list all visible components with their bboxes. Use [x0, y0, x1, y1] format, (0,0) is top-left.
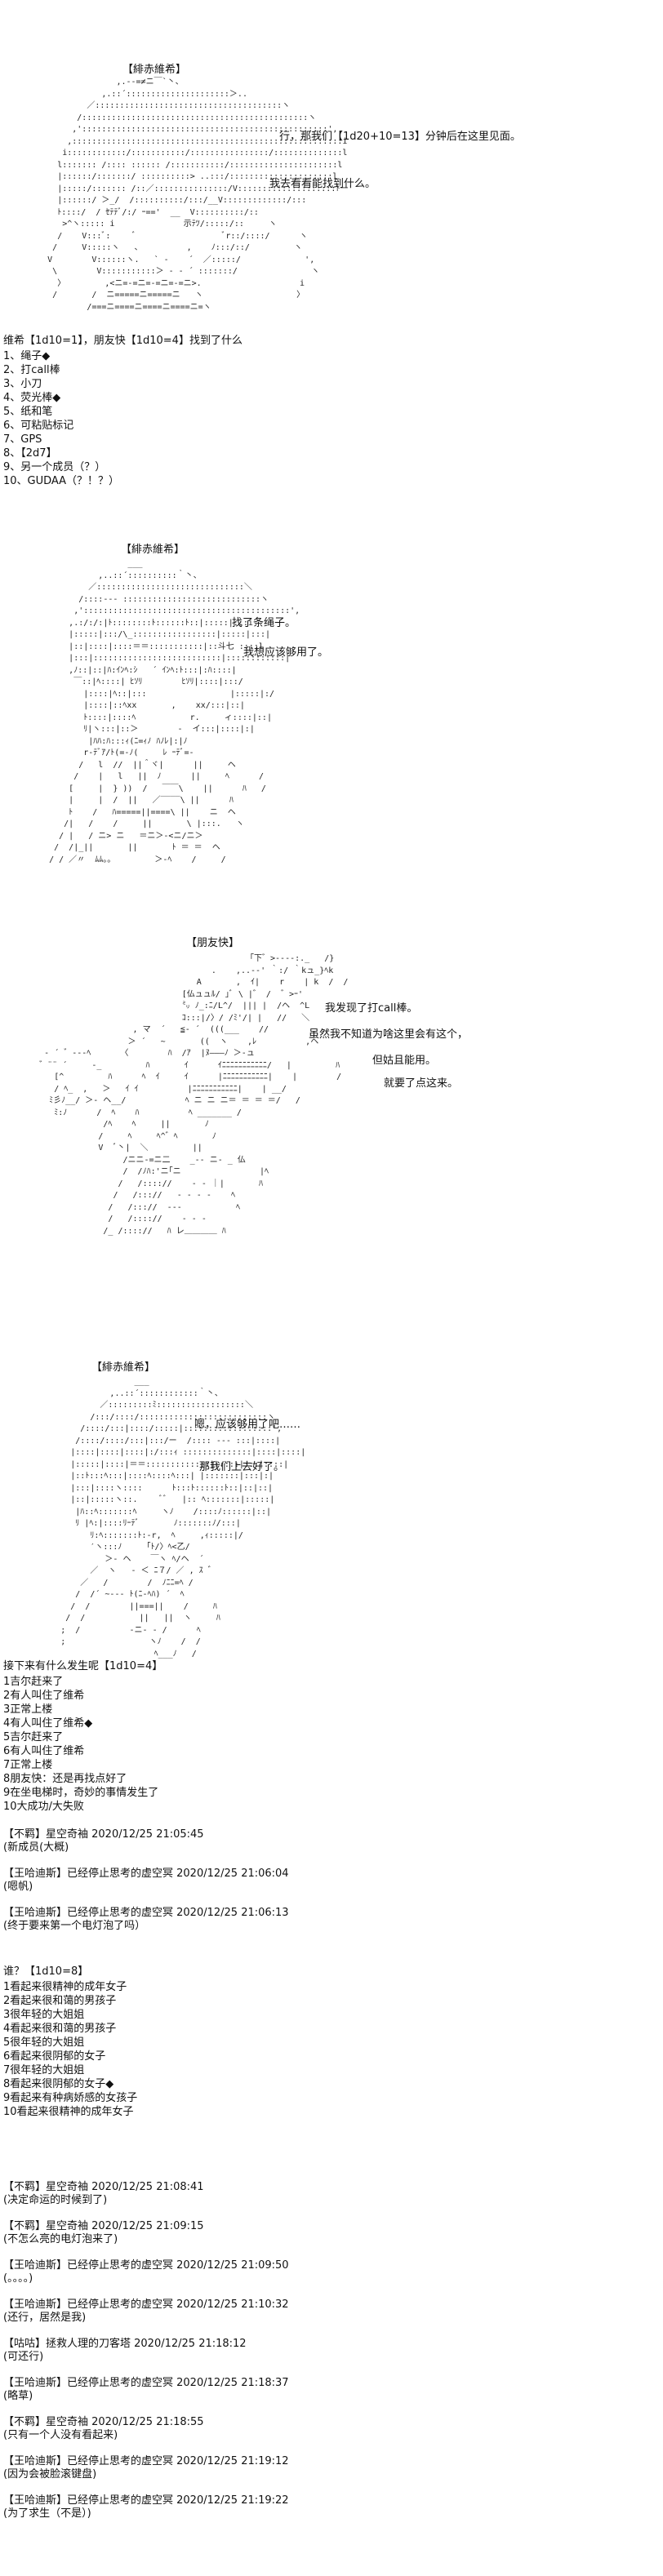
- log-line: 【王哈迪斯】已经停止思考的虚空冥 2020/12/25 21:06:04: [3, 1868, 289, 1880]
- log-line: (因为会被脸滚键盘): [3, 2468, 97, 2481]
- list-item: 6看起来很阴郁的女子: [3, 2050, 106, 2063]
- ascii-art-character: 「下゛>-‐--:._ /} . ,..-‐' ｀:/ ｀kュ_}ﾍk A , …: [39, 954, 349, 1236]
- log-line: [3, 2481, 289, 2494]
- log-line: 【不羁】星空奇袖 2020/12/25 21:09:15: [3, 2220, 204, 2232]
- roll-options-list: 1、绳子◆ 2、打call棒 3、小刀 4、荧光棒◆ 5、纸和笔 6、可粘贴标记…: [3, 349, 119, 488]
- list-item: 10看起来很精神的成年女子: [3, 2106, 134, 2118]
- list-item: 5、纸和笔: [3, 406, 53, 418]
- list-item: 8、【2d7】: [3, 447, 57, 460]
- list-item: 4、荧光棒◆: [3, 392, 61, 404]
- log-line: 【王哈迪斯】已经停止思考的虚空冥 2020/12/25 21:19:22: [3, 2494, 289, 2507]
- list-item: 10、GUDAA（？！？）: [3, 475, 120, 487]
- dialogue-line: 我发现了打call棒。: [325, 1002, 418, 1015]
- log-line: (。。。。): [3, 2272, 33, 2285]
- list-item: 9看起来有种病娇感的女孩子: [3, 2092, 138, 2104]
- list-item: 3正常上楼: [3, 1703, 53, 1716]
- list-item: 7正常上楼: [3, 1759, 53, 1771]
- dialogue-line: 嗯，应该够用了吧……: [194, 1419, 301, 1431]
- log-line: [3, 2285, 289, 2298]
- list-item: 5吉尔赶来了: [3, 1731, 64, 1743]
- log-line: (嗯帆): [3, 1881, 33, 1893]
- list-item: 3、小刀: [3, 378, 42, 390]
- dialogue-line: 虽然我不知道为啥这里会有这个，: [309, 1028, 469, 1041]
- roll-options-list: 1吉尔赶来了 2有人叫住了维希 3正常上楼 4有人叫住了维希◆ 5吉尔赶来了 6…: [3, 1675, 158, 1814]
- roll-options-list: 1看起来很精神的成年女子 2看起来很和蔼的男孩子 3很年轻的大姐姐 4看起来很和…: [3, 1980, 137, 2119]
- log-line: (只有一个人没有看起来): [3, 2429, 118, 2441]
- log-line: [3, 1854, 289, 1868]
- list-item: 6、可粘贴标记: [3, 420, 74, 432]
- dialogue-line: 行，那我们【1d20+10=13】分钟后在这里见面。: [279, 131, 521, 143]
- dialogue-line: 我想应该够用了。: [243, 646, 329, 659]
- log-line: 【王哈迪斯】已经停止思考的虚空冥 2020/12/25 21:10:32: [3, 2298, 289, 2311]
- list-item: 2有人叫住了维希: [3, 1690, 85, 1702]
- list-item: 7、GPS: [3, 433, 42, 446]
- log-line: [3, 1894, 289, 1907]
- log-line: (新成员(大概): [3, 1841, 69, 1854]
- list-item: 10大成功/大失败: [3, 1801, 84, 1813]
- log-line: (终于要来第一个电灯泡了吗）: [3, 1920, 146, 1932]
- list-item: 2、打call棒: [3, 364, 60, 376]
- speaker-label: 【緋赤維希】: [121, 544, 185, 556]
- log-line: 【王哈迪斯】已经停止思考的虚空冥 2020/12/25 21:09:50: [3, 2259, 289, 2272]
- log-line: 【王哈迪斯】已经停止思考的虚空冥 2020/12/25 21:18:37: [3, 2377, 289, 2389]
- roll-title: 谁？【1d10=8】: [3, 1965, 89, 1978]
- speaker-label: 【緋赤維希】: [122, 64, 187, 76]
- log-line: 【不羁】星空奇袖 2020/12/25 21:05:45: [3, 1828, 204, 1841]
- dialogue-line: 我去看看能找到什么。: [269, 178, 376, 190]
- roll-title: 维希【1d10=1】，朋友快【1d10=4】找到了什么: [3, 335, 243, 347]
- ascii-art-character: ___ ,..::´::::::::::::｀丶、 ／:::::::::ﾐ:::…: [60, 1377, 306, 1659]
- roll-title: 接下来有什么发生呢【1d10=4】: [3, 1660, 163, 1672]
- log-line: 【不羁】星空奇袖 2020/12/25 21:08:41: [3, 2181, 204, 2193]
- log-line: [3, 2325, 289, 2338]
- log-line: [3, 2364, 289, 2377]
- log-line: [3, 2442, 289, 2455]
- speaker-label: 【緋赤維希】: [91, 1361, 156, 1374]
- log-line: (不怎么亮的电灯泡来了): [3, 2233, 118, 2245]
- list-item: 3很年轻的大姐姐: [3, 2009, 85, 2021]
- list-item: 5很年轻的大姐姐: [3, 2036, 85, 2049]
- list-item: 4看起来很和蔼的男孩子: [3, 2023, 117, 2035]
- log-line: [3, 2403, 289, 2416]
- log-line: (决定命运的时候到了): [3, 2194, 108, 2206]
- log-line: (还行，居然是我): [3, 2312, 87, 2324]
- list-item: 7很年轻的大姐姐: [3, 2064, 85, 2076]
- list-item: 6有人叫住了维希: [3, 1745, 85, 1757]
- chat-log: 【不羁】星空奇袖 2020/12/25 21:05:45 (新成员(大概) 【王…: [3, 1828, 289, 1933]
- list-item: 1、绳子◆: [3, 350, 51, 362]
- log-line: 【咕咕】拯救人理的刀客塔 2020/12/25 21:18:12: [3, 2338, 247, 2350]
- chat-log: 【不羁】星空奇袖 2020/12/25 21:08:41 (决定命运的时候到了)…: [3, 2181, 289, 2520]
- log-line: [3, 2246, 289, 2259]
- log-line: (为了求生（不是）): [3, 2507, 91, 2520]
- list-item: 8看起来很阴郁的女子◆: [3, 2078, 114, 2090]
- speaker-label: 【朋友快】: [186, 937, 240, 949]
- dialogue-line: 找了条绳子。: [232, 617, 296, 629]
- ascii-art-character: ,.-‐=≠ニ￣`丶、 ,.::´:::::::::::::::::::::＞.…: [47, 78, 354, 312]
- list-item: 4有人叫住了维希◆: [3, 1717, 93, 1730]
- dialogue-line: 就要了点这来。: [384, 1077, 459, 1090]
- list-item: 2看起来很和蔼的男孩子: [3, 1995, 117, 2007]
- log-line: 【王哈迪斯】已经停止思考的虚空冥 2020/12/25 21:19:12: [3, 2455, 289, 2467]
- list-item: 1看起来很精神的成年女子: [3, 1981, 127, 1993]
- dialogue-line: 那我们上去好了。: [199, 1461, 285, 1473]
- log-line: 【王哈迪斯】已经停止思考的虚空冥 2020/12/25 21:06:13: [3, 1907, 289, 1919]
- list-item: 9、另一个成员（？）: [3, 461, 106, 473]
- dialogue-line: 但姑且能用。: [372, 1055, 437, 1067]
- list-item: 8朋友快：还是再找点好了: [3, 1773, 127, 1785]
- log-line: (可还行): [3, 2351, 44, 2363]
- log-line: (略草): [3, 2390, 33, 2402]
- list-item: 1吉尔赶来了: [3, 1676, 64, 1688]
- list-item: 9在坐电梯时，奇妙的事情发生了: [3, 1787, 159, 1799]
- log-line: [3, 2207, 289, 2220]
- log-line: 【不羁】星空奇袖 2020/12/25 21:18:55: [3, 2416, 204, 2428]
- ascii-art-character: ___ ,..::´::::::::::｀丶、 ／:::::::::::::::…: [49, 559, 300, 864]
